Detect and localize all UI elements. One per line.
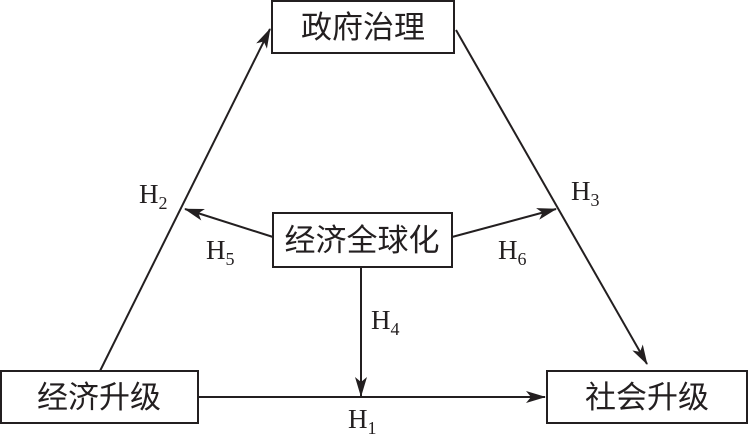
svg-text:H4: H4 [371,305,400,339]
edge-h2 [99,28,271,372]
label-h3: H3 [571,176,600,210]
label-h1-sub: 1 [368,418,377,438]
label-h6: H6 [498,235,527,269]
edge-h3 [455,29,648,365]
label-h4: H4 [371,305,400,339]
svg-text:H2: H2 [139,179,168,213]
node-social-upgrade: 社会升级 [546,370,748,424]
label-h1: H1 [348,404,377,438]
label-h2: H2 [139,179,168,213]
node-social-upgrade-label: 社会升级 [585,380,709,416]
node-globalization-label: 经济全球化 [285,223,440,259]
svg-text:H5: H5 [206,235,235,269]
node-economic-upgrade-label: 经济升级 [37,380,161,416]
label-h3-sub: 3 [591,190,600,210]
label-h2-letter: H [139,179,159,209]
label-h4-sub: 4 [391,319,400,339]
edge-h5 [184,208,274,238]
label-h5-sub: 5 [226,249,235,269]
label-h1-letter: H [348,404,368,434]
svg-text:H6: H6 [498,235,527,269]
label-h5: H5 [206,235,235,269]
node-globalization: 经济全球化 [272,212,453,268]
edge-h6 [451,208,557,238]
node-government: 政府治理 [271,0,455,54]
node-government-label: 政府治理 [301,10,425,46]
node-economic-upgrade: 经济升级 [0,370,199,424]
label-h6-sub: 6 [518,249,527,269]
svg-text:H1: H1 [348,404,377,438]
label-h5-letter: H [206,235,226,265]
label-h3-letter: H [571,176,591,206]
label-h6-letter: H [498,235,518,265]
label-h2-sub: 2 [159,193,168,213]
svg-text:H3: H3 [571,176,600,210]
label-h4-letter: H [371,305,391,335]
